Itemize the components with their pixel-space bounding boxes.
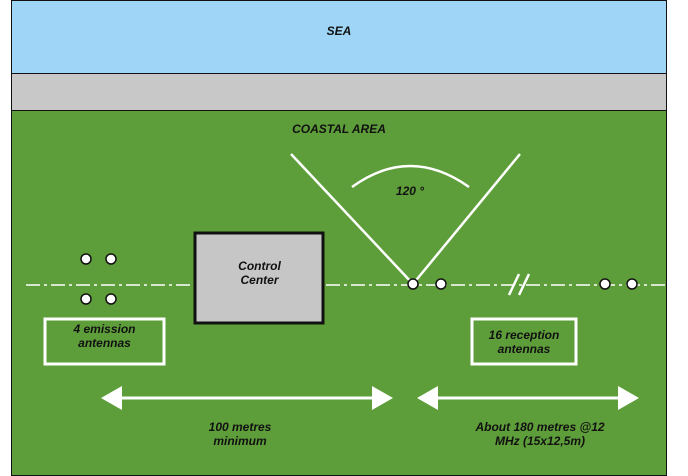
emission-antenna-group <box>80 253 117 305</box>
emission-label-box <box>43 317 166 366</box>
distance-label-180m: About 180 metres @12 MHz (15x12,5m) <box>440 420 640 448</box>
array-break-mark <box>507 273 521 296</box>
emission-antennas-label: 4 emission antennas <box>45 322 164 350</box>
distance-100m-line1: 100 metres <box>208 420 272 434</box>
reception-sector-right-line <box>412 153 521 285</box>
emission-label-line1: 4 emission <box>73 322 136 336</box>
control-center-label-line1: Control <box>238 259 281 273</box>
reception-label-line2: antennas <box>497 342 551 356</box>
sea-label: SEA <box>326 24 352 38</box>
emission-label-line2: antennas <box>78 336 131 350</box>
control-center-label-line2: Center <box>240 273 279 287</box>
emission-antenna <box>80 253 92 265</box>
emission-antenna <box>105 293 117 305</box>
beach-strip <box>11 73 667 111</box>
reception-label-line1: 16 reception <box>488 328 560 342</box>
reception-antenna <box>407 278 419 290</box>
angle-label: 120 ° <box>395 184 425 198</box>
reception-antenna-group <box>407 278 638 290</box>
control-center-box <box>193 231 325 325</box>
sea-zone <box>11 0 667 74</box>
distance-180m-line1: About 180 metres @12 <box>475 420 605 434</box>
distance-label-100m: 100 metres minimum <box>170 420 310 448</box>
angle-arc <box>351 164 470 189</box>
reception-antenna <box>435 278 447 290</box>
reception-antennas-label: 16 reception antennas <box>472 328 576 356</box>
reception-label-box <box>470 317 578 366</box>
emission-antenna <box>105 253 117 265</box>
control-center-label: Control Center <box>196 259 323 287</box>
reception-sector-left-line <box>290 153 414 285</box>
array-break-mark <box>517 273 531 296</box>
emission-antenna <box>80 293 92 305</box>
distance-180m-line2: MHz (15x12,5m) <box>494 434 586 448</box>
coastal-area-label: COASTAL AREA <box>292 122 386 136</box>
reception-antenna <box>626 278 638 290</box>
reception-antenna <box>599 278 611 290</box>
distance-100m-line2: minimum <box>213 434 267 448</box>
